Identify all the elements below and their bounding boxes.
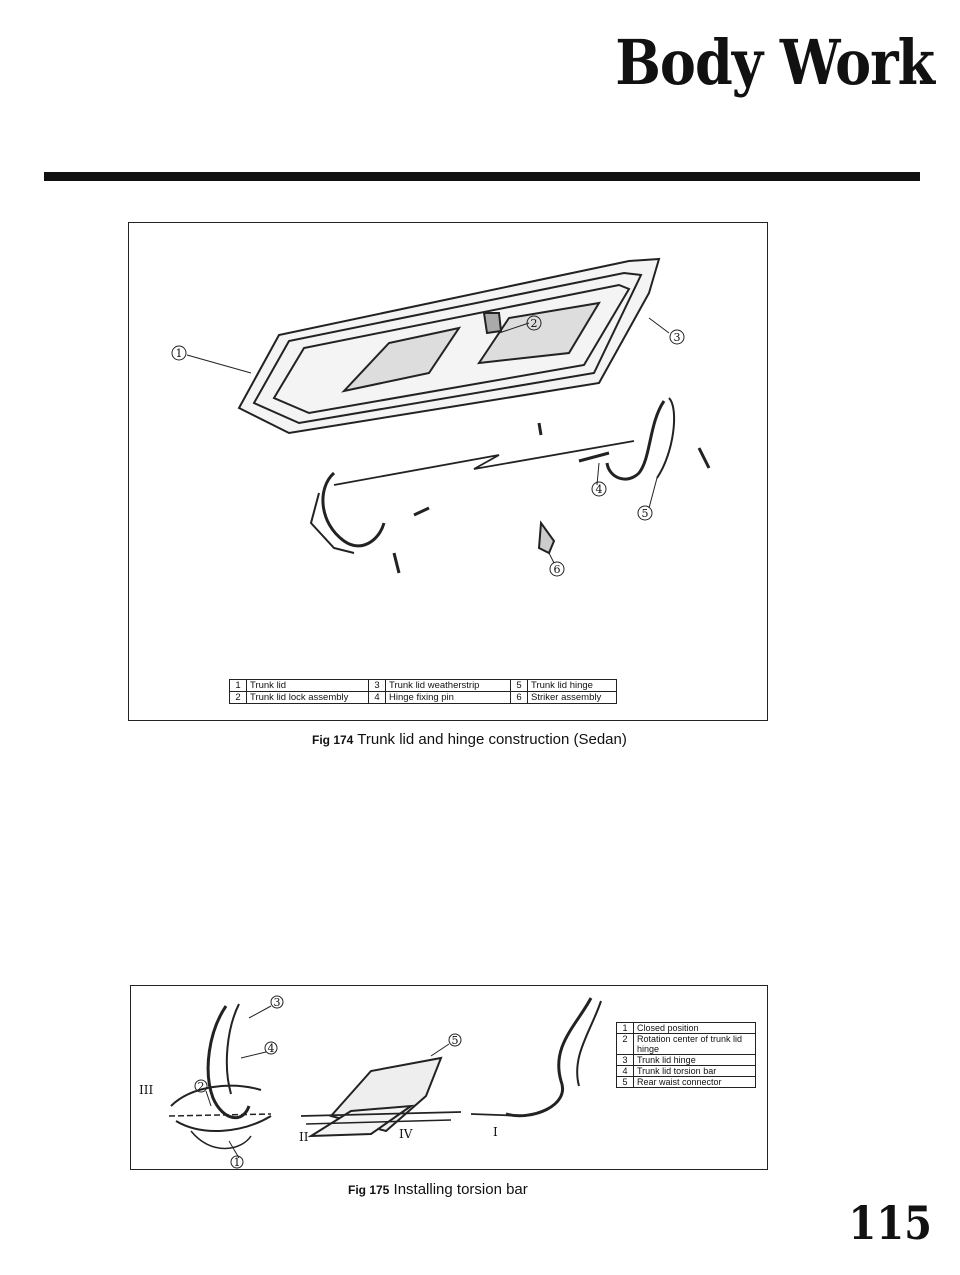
page-number: 115 (848, 1196, 933, 1251)
fig175-roman-II: II (299, 1130, 309, 1144)
fig174-callout-6: 6 (554, 563, 561, 576)
legend-row: 2 Trunk lid lock assembly 4 Hinge fixing… (229, 691, 617, 704)
fig174-callout-4: 4 (596, 483, 603, 496)
fig175-callout-1: 1 (234, 1156, 241, 1169)
torsion-bar-illustration: 1 2 3 4 5 III II IV I (139, 995, 602, 1169)
fig174-legend: 1 Trunk lid 3 Trunk lid weatherstrip 5 T… (229, 679, 617, 704)
fig175-roman-IV: IV (399, 1127, 413, 1141)
fig175-caption: Fig 175 Installing torsion bar (348, 1181, 528, 1198)
trunk-lid-illustration: 1 2 3 4 5 6 (171, 257, 711, 577)
legend-row: 1 Trunk lid 3 Trunk lid weatherstrip 5 T… (229, 679, 617, 692)
fig174-caption-text: Trunk lid and hinge construction (Sedan) (357, 731, 627, 748)
fig175-callout-5: 5 (452, 1034, 459, 1047)
fig175-callout-4: 4 (268, 1042, 275, 1055)
fig174-caption-label: Fig 174 (312, 733, 354, 747)
fig175-roman-I: I (493, 1125, 498, 1139)
fig175-caption-label: Fig 175 (348, 1183, 390, 1197)
fig174-callout-5: 5 (642, 507, 649, 520)
fig174-callout-2: 2 (531, 317, 538, 330)
fig175-caption-text: Installing torsion bar (393, 1181, 528, 1198)
fig175-callout-3: 3 (274, 996, 281, 1009)
figure-174: 1 2 3 4 5 6 1 Trunk lid 3 Trunk lid weat… (128, 222, 768, 721)
header-rule (44, 172, 920, 181)
fig175-callout-2: 2 (198, 1080, 205, 1093)
fig175-roman-III: III (139, 1083, 153, 1097)
page-header-title: Body Work (615, 25, 935, 99)
fig174-caption: Fig 174 Trunk lid and hinge construction… (312, 731, 627, 748)
fig174-callout-1: 1 (176, 347, 183, 360)
fig174-callout-3: 3 (674, 331, 681, 344)
